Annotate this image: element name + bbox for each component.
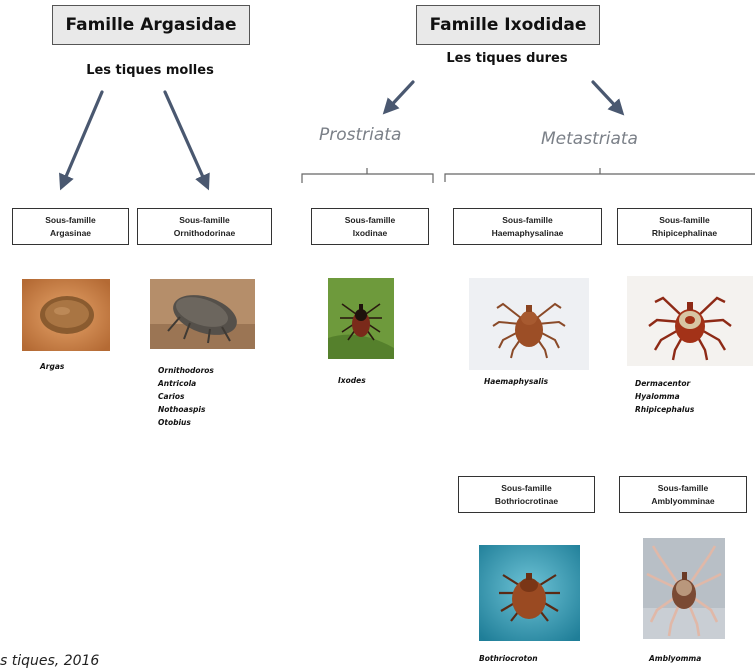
subfamily-rhipicephalinae-box: Sous-famille Rhipicephalinae bbox=[617, 208, 752, 245]
species-name: Rhipicephalus bbox=[635, 403, 694, 416]
species-name: Ixodes bbox=[338, 374, 366, 387]
subfamily-bothriocrotinae-line2: Bothriocrotinae bbox=[495, 495, 558, 508]
arrow-ixodidae-to-metastriata bbox=[593, 82, 621, 112]
subfamily-bothriocrotinae-line1: Sous-famille bbox=[501, 482, 552, 495]
subfamily-bothriocrotinae-box: Sous-famille Bothriocrotinae bbox=[458, 476, 595, 513]
species-name: Bothriocroton bbox=[479, 652, 538, 665]
subfamily-argasinae-line2: Argasinae bbox=[50, 227, 91, 240]
subfamily-argasinae-box: Sous-famille Argasinae bbox=[12, 208, 129, 245]
species-list-ornithodorinae: Ornithodoros Antricola Carios Nothoaspis… bbox=[158, 364, 214, 429]
species-name: Haemaphysalis bbox=[484, 375, 548, 388]
ixodes-tick-photo bbox=[328, 278, 394, 359]
subfamily-rhipicephalinae-line1: Sous-famille bbox=[659, 214, 710, 227]
subfamily-ornithodorinae-box: Sous-famille Ornithodorinae bbox=[137, 208, 272, 245]
subfamily-haemaphysalinae-line2: Haemaphysalinae bbox=[492, 227, 564, 240]
subfamily-ixodinae-box: Sous-famille Ixodinae bbox=[311, 208, 429, 245]
species-name: Otobius bbox=[158, 416, 214, 429]
subfamily-ornithodorinae-line1: Sous-famille bbox=[179, 214, 230, 227]
species-list-ixodinae: Ixodes bbox=[338, 374, 366, 387]
subfamily-ixodinae-line1: Sous-famille bbox=[345, 214, 396, 227]
species-name: Amblyomma bbox=[649, 652, 701, 665]
species-list-rhipicephalinae: Dermacentor Hyalomma Rhipicephalus bbox=[635, 377, 694, 416]
species-list-amblyomminae: Amblyomma bbox=[649, 652, 701, 665]
bothriocroton-tick-photo bbox=[479, 545, 580, 641]
species-name: Hyalomma bbox=[635, 390, 694, 403]
subfamily-amblyomminae-line1: Sous-famille bbox=[658, 482, 709, 495]
species-name: Argas bbox=[40, 360, 64, 373]
species-list-bothriocrotinae: Bothriocroton bbox=[479, 652, 538, 665]
subfamily-amblyomminae-line2: Amblyomminae bbox=[651, 495, 714, 508]
rhipicephalinae-tick-photo bbox=[627, 276, 753, 366]
species-list-argasinae: Argas bbox=[40, 360, 64, 373]
arrow-ixodidae-to-prostriata bbox=[386, 82, 413, 111]
subfamily-argasinae-line1: Sous-famille bbox=[45, 214, 96, 227]
species-name: Dermacentor bbox=[635, 377, 694, 390]
species-name: Carios bbox=[158, 390, 214, 403]
species-name: Ornithodoros bbox=[158, 364, 214, 377]
ornithodoros-tick-photo bbox=[150, 279, 255, 349]
species-name: Nothoaspis bbox=[158, 403, 214, 416]
species-list-haemaphysalinae: Haemaphysalis bbox=[484, 375, 548, 388]
amblyomma-tick-photo bbox=[643, 538, 725, 639]
species-name: Antricola bbox=[158, 377, 214, 390]
argas-tick-photo bbox=[22, 279, 110, 351]
subfamily-ixodinae-line2: Ixodinae bbox=[353, 227, 387, 240]
arrow-argasidae-to-ornithodorinae bbox=[165, 92, 207, 186]
haemaphysalis-tick-photo bbox=[469, 278, 589, 370]
subfamily-amblyomminae-box: Sous-famille Amblyomminae bbox=[619, 476, 747, 513]
subfamily-ornithodorinae-line2: Ornithodorinae bbox=[174, 227, 235, 240]
citation-text: s tiques, 2016 bbox=[0, 653, 99, 669]
subfamily-haemaphysalinae-line1: Sous-famille bbox=[502, 214, 553, 227]
bracket-prostriata bbox=[302, 174, 433, 183]
subfamily-haemaphysalinae-box: Sous-famille Haemaphysalinae bbox=[453, 208, 602, 245]
subfamily-rhipicephalinae-line2: Rhipicephalinae bbox=[652, 227, 717, 240]
arrow-argasidae-to-argasinae bbox=[62, 92, 102, 186]
bracket-metastriata bbox=[445, 174, 755, 182]
